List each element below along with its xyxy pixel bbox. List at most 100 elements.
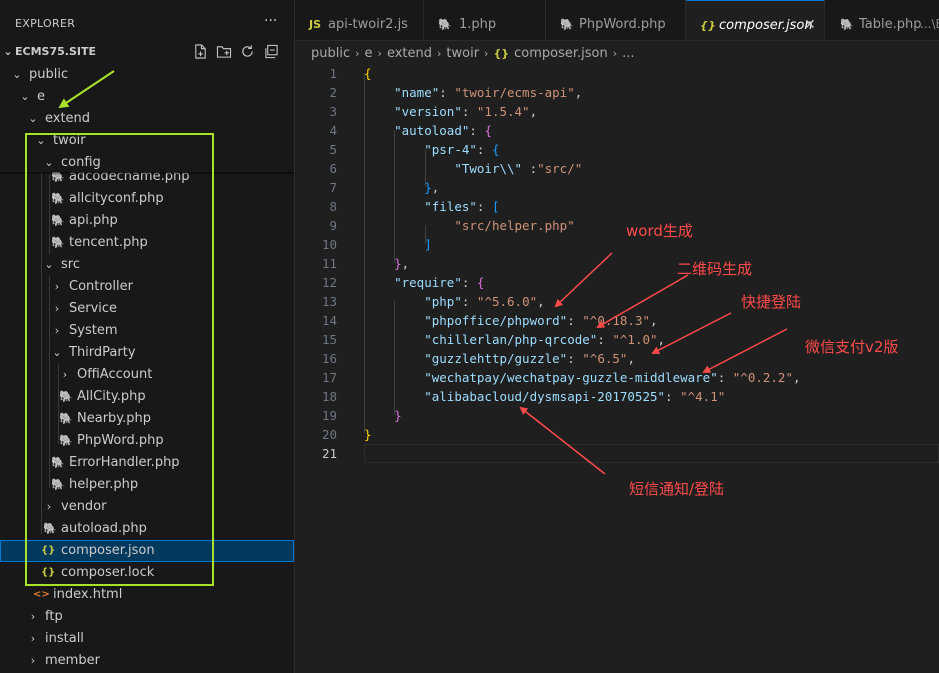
tab-table-php[interactable]: 🐘 Table.php ...\E (826, 0, 939, 40)
breadcrumb-item[interactable]: public (311, 46, 351, 61)
tree-file-helper[interactable]: 🐘 helper.php (0, 474, 294, 496)
tree-label: PhpWord.php (77, 433, 164, 448)
indent-guide (49, 276, 50, 488)
tree-file-allcityconf[interactable]: 🐘 allcityconf.php (0, 188, 294, 210)
tree-file-nearby[interactable]: 🐘 Nearby.php (0, 408, 294, 430)
tab-composer-json[interactable]: {} composer.json ✕ (686, 0, 825, 40)
tree-folder-config[interactable]: ⌄ config (0, 152, 294, 172)
tab-label: api-twoir2.js (328, 17, 408, 32)
chevron-right-icon: › (612, 47, 618, 60)
tree-file-tencent[interactable]: 🐘 tencent.php (0, 232, 294, 254)
code-token: "1.5.4" (476, 104, 530, 119)
tree-file-phpword[interactable]: 🐘 PhpWord.php (0, 430, 294, 452)
code-token: "^0.2.2" (732, 370, 793, 385)
tree-folder-offiaccount[interactable]: › OffiAccount (0, 364, 294, 386)
code-token (364, 85, 394, 100)
code-line[interactable]: { (364, 64, 372, 83)
tree-label: Nearby.php (77, 411, 152, 426)
explorer-sidebar: EXPLORER ··· ⌄ ECMS75.SITE ⌄ public ⌄ e … (0, 0, 295, 673)
line-number: 13 (321, 294, 337, 309)
code-line[interactable]: "guzzlehttp/guzzle": "^6.5", (364, 349, 635, 368)
tree-label: e (37, 89, 45, 104)
code-line[interactable]: "wechatpay/wechatpay-guzzle-middleware":… (364, 368, 800, 387)
code-token: "^4.1" (680, 389, 726, 404)
bracket-guide (394, 130, 395, 263)
code-token: : (567, 313, 583, 328)
ellipsis-icon[interactable]: ··· (264, 13, 278, 29)
php-file-icon: 🐘 (43, 522, 57, 535)
code-line[interactable]: "Twoir\\" :"src/" (364, 159, 582, 178)
tree-file-composer-json[interactable]: {} composer.json (0, 540, 294, 562)
new-file-icon[interactable] (193, 44, 208, 63)
code-line[interactable]: } (364, 406, 402, 425)
php-file-icon: 🐘 (59, 412, 73, 425)
tree-folder-install[interactable]: › install (0, 628, 294, 650)
tree-folder-extend[interactable]: ⌄ extend (0, 108, 294, 130)
code-token (364, 294, 424, 309)
chevron-right-icon: › (30, 632, 36, 645)
code-line[interactable]: "phpoffice/phpword": "^0.18.3", (364, 311, 657, 330)
tab-1-php[interactable]: 🐘 1.php (424, 0, 546, 40)
new-folder-icon[interactable] (216, 44, 232, 63)
close-icon[interactable]: ✕ (804, 17, 816, 33)
code-line[interactable]: "src/helper.php" (364, 216, 574, 235)
annotation-qrcode: 二维码生成 (677, 260, 753, 278)
tree-folder-system[interactable]: › System (0, 320, 294, 342)
code-token: , (431, 180, 440, 195)
code-line[interactable]: "files": [ (364, 197, 499, 216)
code-token: : (665, 389, 681, 404)
code-token: "phpoffice/phpword" (424, 313, 568, 328)
tree-label: src (61, 257, 80, 272)
tab-phpword-php[interactable]: 🐘 PhpWord.php (546, 0, 686, 40)
tree-folder-twoir[interactable]: ⌄ twoir (0, 130, 294, 152)
code-line[interactable]: "alibabacloud/dysmsapi-20170525": "^4.1" (364, 387, 725, 406)
code-line[interactable]: ] (364, 235, 432, 254)
code-line[interactable]: "version": "1.5.4", (364, 102, 537, 121)
tree-file-allcity[interactable]: 🐘 AllCity.php (0, 386, 294, 408)
tree-folder-member[interactable]: › member (0, 650, 294, 672)
code-line[interactable]: "name": "twoir/ecms-api", (364, 83, 582, 102)
code-line[interactable]: } (364, 425, 372, 444)
chevron-right-icon: › (54, 324, 60, 337)
refresh-icon[interactable] (240, 44, 255, 63)
php-file-icon: 🐘 (59, 434, 73, 447)
tree-folder-src[interactable]: ⌄ src (0, 254, 294, 276)
breadcrumb-item[interactable]: e (364, 46, 373, 61)
code-line[interactable]: }, (364, 254, 409, 273)
code-line[interactable]: }, (364, 178, 439, 197)
tree-folder-ftp[interactable]: › ftp (0, 606, 294, 628)
chevron-down-icon: ⌄ (36, 134, 46, 147)
breadcrumb-file[interactable]: composer.json (514, 46, 608, 61)
line-number: 4 (329, 123, 337, 138)
collapse-all-icon[interactable] (264, 44, 279, 63)
breadcrumb-item[interactable]: twoir (446, 46, 480, 61)
code-token: , (537, 294, 545, 309)
code-line[interactable]: "require": { (364, 273, 484, 292)
breadcrumb-tail[interactable]: ... (622, 46, 635, 61)
bracket-guide (425, 225, 426, 244)
workspace-root[interactable]: ⌄ ECMS75.SITE (0, 41, 294, 63)
tab-api-twoir2-js[interactable]: JS api-twoir2.js (295, 0, 424, 40)
tree-folder-thirdparty[interactable]: ⌄ ThirdParty (0, 342, 294, 364)
code-line[interactable]: "psr-4": { (364, 140, 499, 159)
chevron-right-icon: › (30, 654, 36, 667)
tab-description: ...\E (920, 17, 939, 31)
tree-folder-vendor[interactable]: › vendor (0, 496, 294, 518)
breadcrumb-item[interactable]: extend (386, 46, 432, 61)
tree-folder-public[interactable]: ⌄ public (0, 64, 294, 86)
tree-folder-controller[interactable]: › Controller (0, 276, 294, 298)
code-line[interactable]: "php": "^5.6.0", (364, 292, 545, 311)
tree-folder-e[interactable]: ⌄ e (0, 86, 294, 108)
tree-file-errorhandler[interactable]: 🐘 ErrorHandler.php (0, 452, 294, 474)
code-line[interactable]: "autoload": { (364, 121, 492, 140)
tree-folder-service[interactable]: › Service (0, 298, 294, 320)
code-token: : (461, 104, 477, 119)
code-line[interactable]: "chillerlan/php-qrcode": "^1.0", (364, 330, 665, 349)
tree-file-api[interactable]: 🐘 api.php (0, 210, 294, 232)
tree-file-composer-lock[interactable]: {} composer.lock (0, 562, 294, 584)
tree-file-index-html[interactable]: <> index.html (0, 584, 294, 606)
html-file-icon: <> (33, 589, 50, 600)
tree-file-autoload[interactable]: 🐘 autoload.php (0, 518, 294, 540)
php-file-icon: 🐘 (840, 18, 854, 31)
